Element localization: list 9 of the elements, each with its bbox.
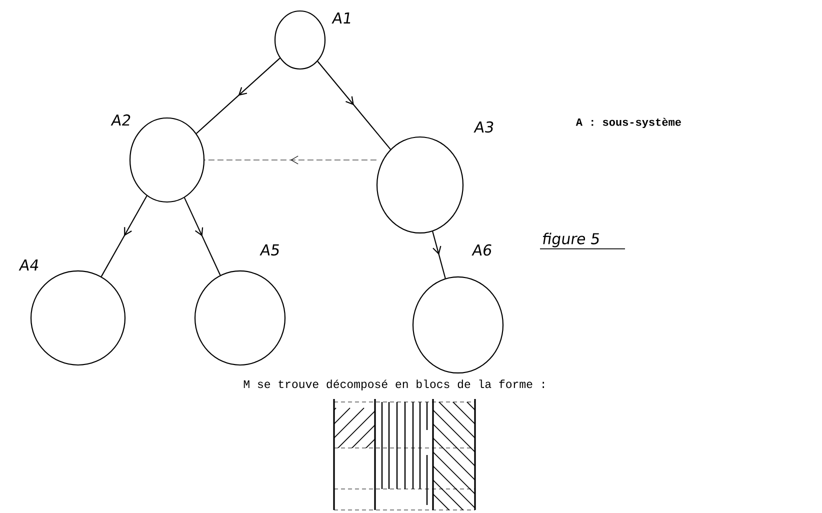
node-label: A5: [260, 244, 279, 256]
node-label: A3: [474, 121, 494, 133]
node-label: A6: [472, 244, 492, 256]
node-label: A4: [18, 260, 38, 270]
node-label: A2: [110, 114, 130, 126]
note-text: M se trouve décomposé en blocs de la forme :: [244, 380, 544, 390]
legend-text: A : sous-système: [576, 118, 681, 128]
node-label: A1: [332, 12, 350, 24]
caption: figure 5: [540, 232, 626, 250]
